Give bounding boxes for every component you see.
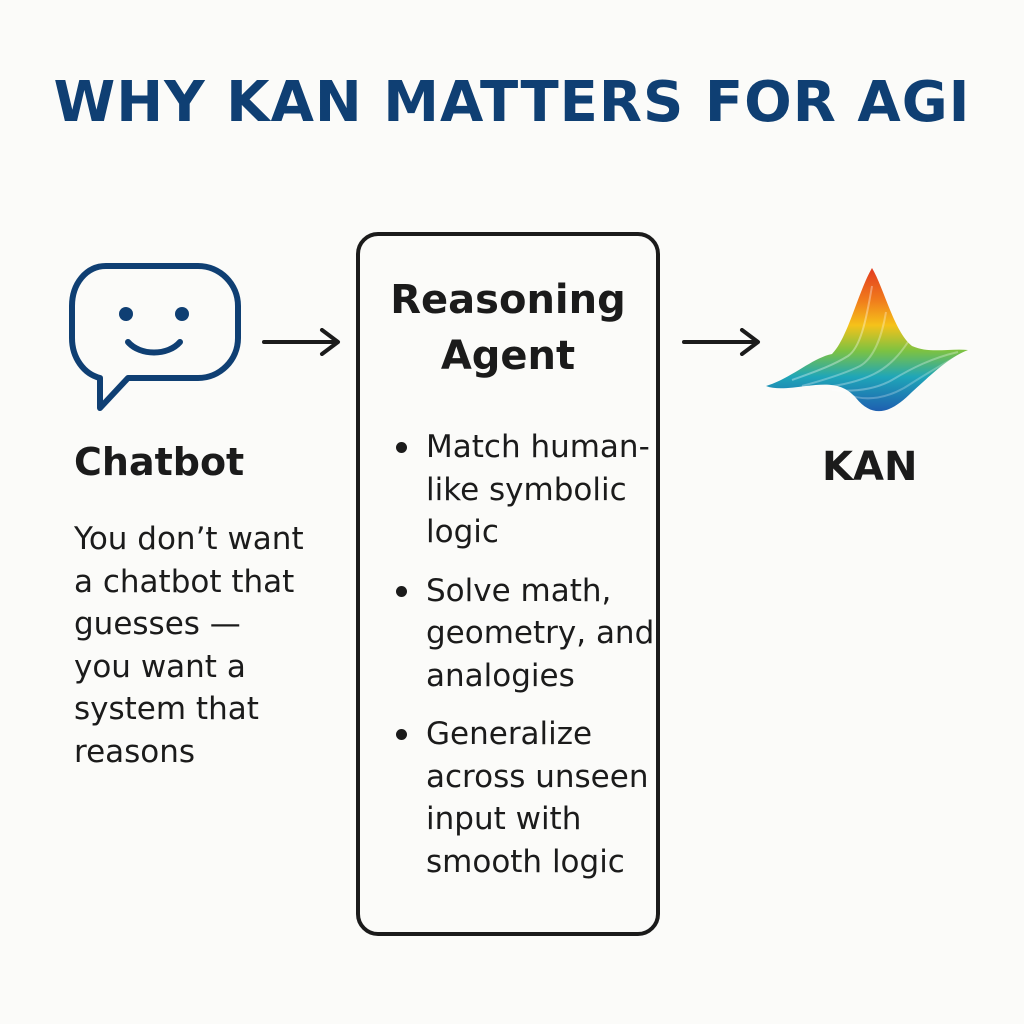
bullet-icon: [396, 585, 407, 597]
chatbot-description: You don’t want a chatbot that guesses — …: [74, 521, 304, 770]
list-item: Solve math, geometry, and analogies: [390, 570, 658, 698]
rainbow-wave-surface-icon: [766, 268, 968, 412]
reasoning-agent-box: Reasoning Agent Match human-like symboli…: [356, 232, 660, 936]
kan-label: KAN: [822, 444, 918, 490]
right-arrow-icon: [682, 328, 760, 356]
agent-title: Reasoning Agent: [360, 272, 656, 384]
list-item-text: Solve math, geometry, and analogies: [426, 572, 655, 694]
chat-bubble-smile-icon: [69, 263, 241, 411]
chatbot-label: Chatbot: [74, 440, 245, 484]
list-item-text: Match human-like symbolic logic: [426, 429, 650, 550]
agent-bullet-list: Match human-like symbolic logic Solve ma…: [390, 426, 658, 899]
agent-title-line-1: Reasoning: [390, 277, 626, 323]
right-arrow-icon: [262, 328, 340, 356]
list-item: Generalize across unseen input with smoo…: [390, 713, 658, 883]
agent-title-line-2: Agent: [440, 333, 576, 379]
list-item-text: Generalize across unseen input with smoo…: [426, 716, 649, 880]
bullet-icon: [396, 729, 407, 740]
page-title: WHY KAN MATTERS FOR AGI: [53, 70, 971, 135]
bullet-icon: [396, 442, 407, 453]
list-item: Match human-like symbolic logic: [390, 426, 658, 554]
